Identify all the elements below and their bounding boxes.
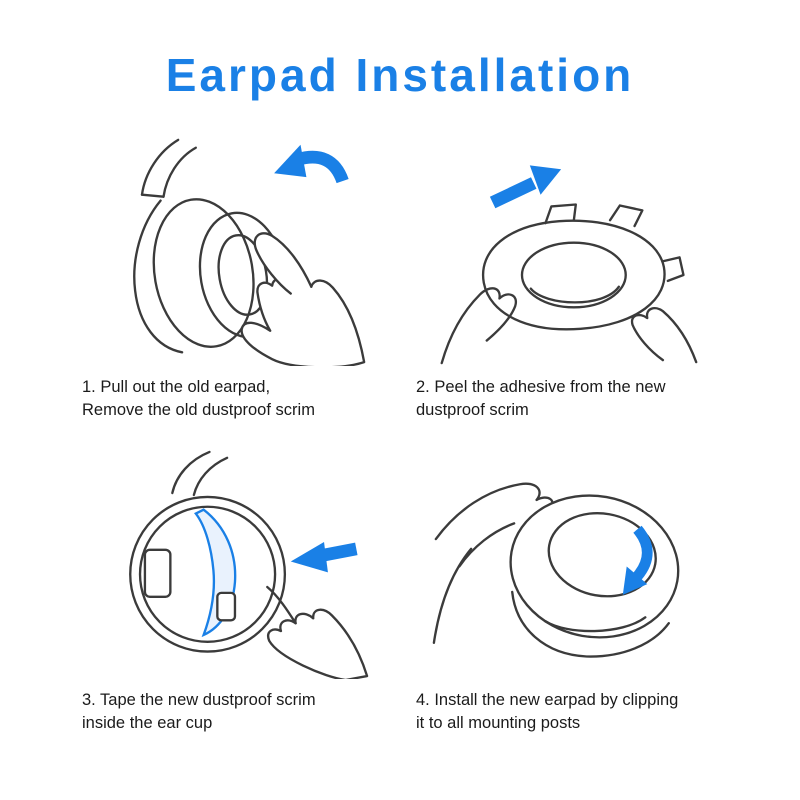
caption-line: 3. Tape the new dustproof scrim [82,690,316,709]
page-title: Earpad Installation [165,49,635,101]
scrim-tab [608,204,644,228]
earpad-seam [544,616,647,633]
scrim-opening [520,241,627,309]
headband-line [171,450,211,495]
rotate-arrow-head-icon [622,566,648,595]
step-2-panel: 2. Peel the adhesive from the new dustpr… [416,136,718,423]
step1-caption: 1. Pull out the old earpad, Remove the o… [82,376,384,423]
curved-arrow-icon [295,150,349,184]
earpad-depth [511,590,670,658]
step2-caption: 2. Peel the adhesive from the new dustpr… [416,376,718,423]
left-arrow-icon [319,542,358,562]
old-earpad-hole [217,234,269,316]
caption-line: 1. Pull out the old earpad, [82,378,271,396]
step4-illustration [416,449,718,679]
headband-hinge [140,193,165,198]
steps-grid: 1. Pull out the old earpad, Remove the o… [82,136,718,736]
curved-arrow-head-icon [274,144,307,178]
step-4-panel: 4. Install the new earpad by clipping it… [416,449,718,736]
left-arrow-head-icon [290,541,328,573]
right-fingers [630,307,698,364]
straight-arrow-icon [489,177,537,209]
thumb [253,232,313,295]
driver-slot [143,548,172,598]
caption-line: dustproof scrim [416,401,529,420]
earcup-inner [138,505,277,643]
finger [266,585,297,625]
scrim-ring [481,219,666,331]
finger [434,482,541,541]
earcup-outer [129,495,287,653]
step4-caption: 4. Install the new earpad by clipping it… [416,689,718,736]
step1-drawing [133,138,366,366]
wrist [432,547,473,644]
rotate-arrow-icon [633,525,653,580]
hand [240,277,366,366]
step3-illustration [82,449,384,679]
caption-line: 2. Peel the adhesive from the new [416,378,666,396]
mounting-tab [216,591,237,622]
step-1-panel: 1. Pull out the old earpad, Remove the o… [82,136,384,423]
scrim-tab [544,203,577,225]
step1-illustration [82,136,384,366]
caption-line: 4. Install the new earpad by clipping [416,690,679,709]
step4-drawing [432,482,680,658]
hand [267,608,369,679]
scrim-fold [529,285,621,304]
caption-line: inside the ear cup [82,714,213,733]
palm [458,522,516,568]
step3-caption: 3. Tape the new dustproof scrim inside t… [82,689,384,736]
headband-line [162,146,197,198]
earcup-rim [152,198,255,348]
step2-illustration [416,136,718,366]
step2-drawing [440,165,698,365]
headband-line [192,456,229,497]
headband-line [140,138,180,196]
caption-line: it to all mounting posts [416,714,581,733]
step-3-panel: 3. Tape the new dustproof scrim inside t… [82,449,384,736]
step3-drawing [129,450,369,679]
caption-line: Remove the old dustproof scrim [82,401,315,420]
left-finger [440,287,518,365]
straight-arrow-head-icon [529,165,562,195]
scrim-tab [661,256,685,283]
earcup-shell [133,199,184,354]
